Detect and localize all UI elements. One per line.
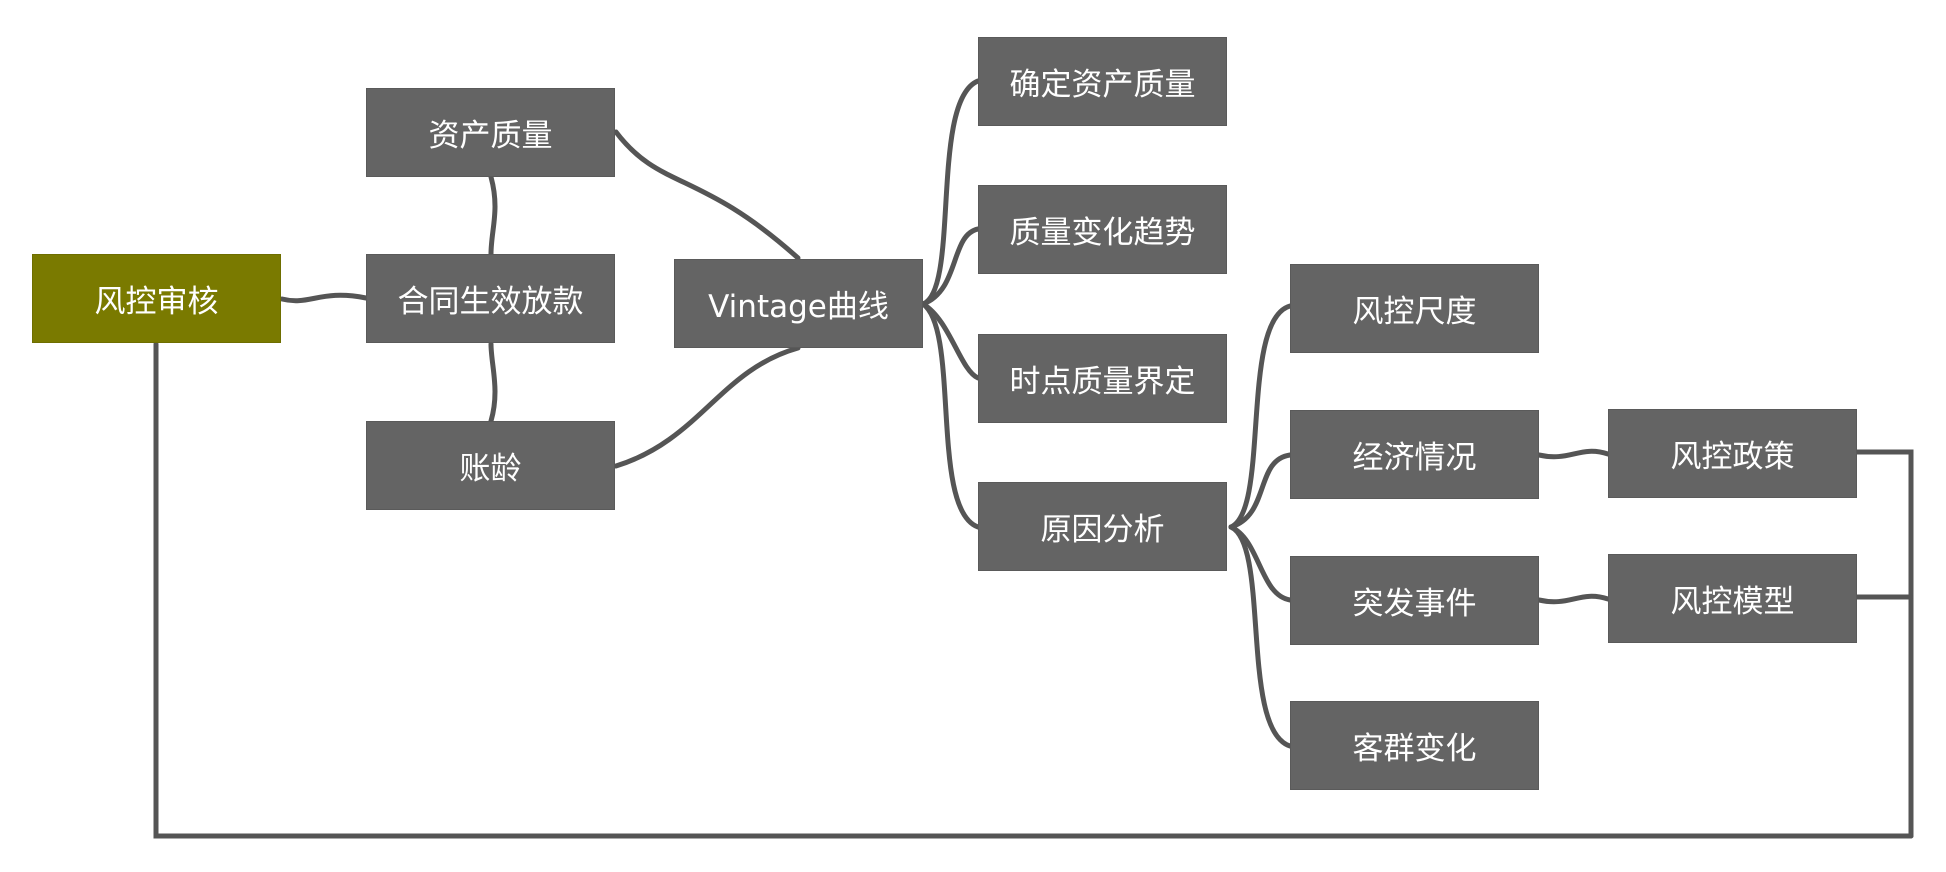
node-label: 确定资产质量 [1009,67,1196,103]
link-zhangling-vintage [613,345,801,469]
link-yuanyin-kequn [1228,524,1293,749]
node-label: 风控政策 [1670,439,1795,475]
node-asset-quality[interactable]: 资产质量 [366,88,615,177]
link-return-fkshenhe [153,341,1914,839]
link-zichan-vintage [613,129,801,261]
node-emergency[interactable]: 突发事件 [1290,556,1539,645]
node-quality-trend[interactable]: 质量变化趋势 [978,185,1227,274]
node-risk-scale[interactable]: 风控尺度 [1290,264,1539,353]
node-label: Vintage曲线 [708,289,889,325]
link-fkshenhe-hetong [279,292,369,304]
node-economy[interactable]: 经济情况 [1290,410,1539,499]
link-hetong-zichan [488,174,498,257]
link-vintage-queding [920,78,981,307]
link-vintage-bianhua [920,226,981,307]
link-vintage-yuanyin [920,301,981,530]
node-label: 资产质量 [428,118,553,154]
node-label: 客群变化 [1352,731,1477,767]
node-contract-loan[interactable]: 合同生效放款 [366,254,615,343]
node-label: 账龄 [459,451,522,487]
link-zhengce-return [1854,449,1914,839]
node-label: 原因分析 [1040,512,1165,548]
node-label: 时点质量界定 [1009,364,1196,400]
node-label: 质量变化趋势 [1009,215,1196,251]
node-cause-analysis[interactable]: 原因分析 [978,482,1227,571]
node-vintage-curve[interactable]: Vintage曲线 [674,259,923,348]
node-label: 风控审核 [94,284,219,320]
node-point-quality[interactable]: 时点质量界定 [978,334,1227,423]
link-yuanyin-chidu [1228,303,1293,530]
node-label: 风控模型 [1670,584,1795,620]
link-hetong-zhangling [488,341,498,424]
node-label: 经济情况 [1352,440,1477,476]
node-risk-model[interactable]: 风控模型 [1608,554,1857,643]
node-label: 合同生效放款 [397,284,584,320]
node-account-age[interactable]: 账龄 [366,421,615,510]
link-tufa-moxing [1536,593,1611,605]
node-label: 风控尺度 [1352,294,1477,330]
node-risk-review[interactable]: 风控审核 [32,254,281,343]
node-customer-change[interactable]: 客群变化 [1290,701,1539,790]
node-determine-asset-quality[interactable]: 确定资产质量 [978,37,1227,126]
link-jingji-zhengce [1536,448,1611,460]
node-risk-policy[interactable]: 风控政策 [1608,409,1857,498]
link-yuanyin-jingji [1228,452,1293,530]
node-label: 突发事件 [1352,586,1477,622]
